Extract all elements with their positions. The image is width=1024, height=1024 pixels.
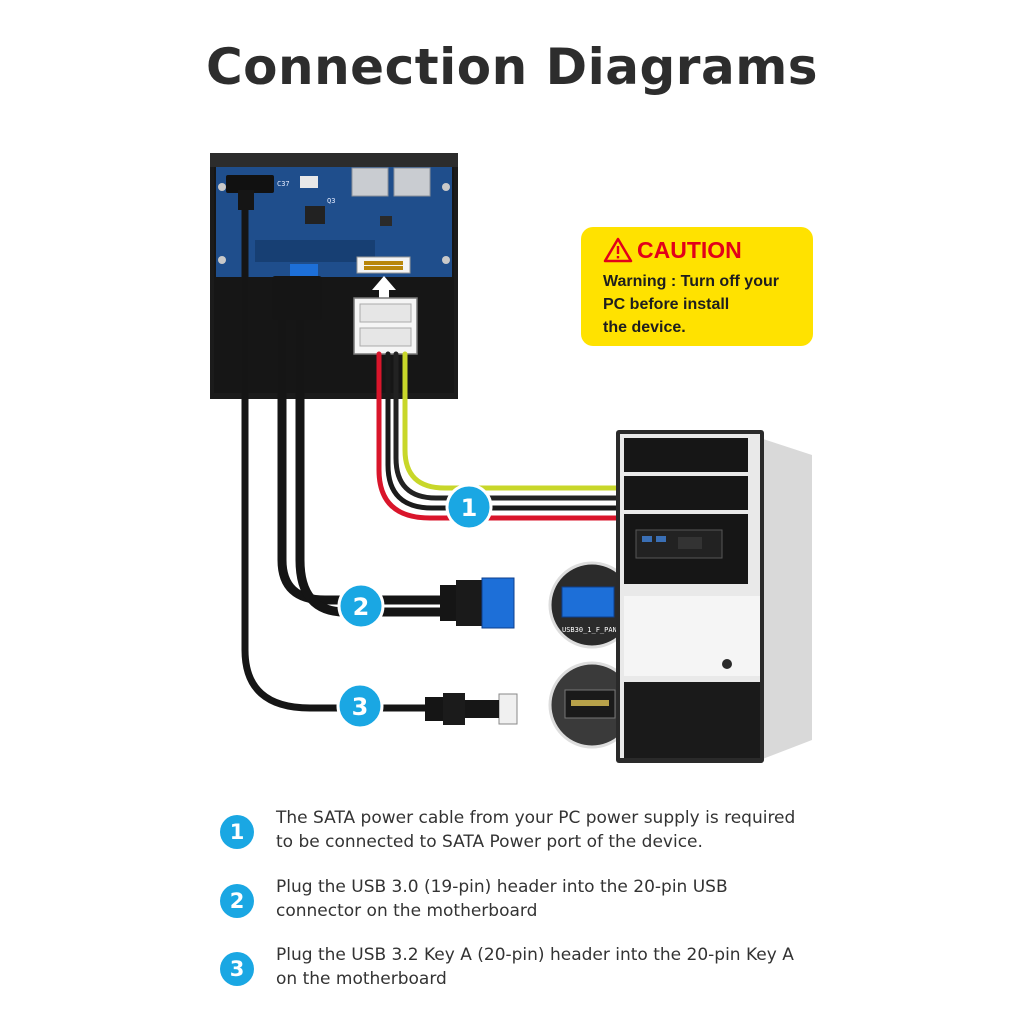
step-number: 1: [220, 815, 254, 849]
callout-1: 1: [445, 483, 493, 531]
callout-3: 3: [336, 682, 384, 730]
pcb-board: C37 Q3: [216, 167, 452, 277]
callout-3-label: 3: [352, 693, 369, 721]
chip2-label: Q3: [327, 197, 335, 205]
step-item: 1 The SATA power cable from your PC powe…: [220, 806, 840, 854]
page-title: Connection Diagrams: [205, 38, 819, 96]
sata-power-connector: [353, 297, 418, 355]
caution-heading: CAUTION: [637, 236, 742, 263]
callout-2-label: 2: [353, 593, 370, 621]
step-text: Plug the USB 3.2 Key A (20-pin) header i…: [276, 945, 794, 989]
usb32-key-a-cable: [238, 190, 518, 725]
step-item: 3 Plug the USB 3.2 Key A (20-pin) header…: [220, 943, 840, 991]
usb3-19pin-cable: [272, 264, 515, 629]
step-number: 2: [220, 884, 254, 918]
chip-label: C37: [277, 180, 290, 188]
step-item: 2 Plug the USB 3.0 (19-pin) header into …: [220, 875, 840, 923]
step-number: 3: [220, 952, 254, 986]
callout-2: 2: [337, 582, 385, 630]
pc-tower: [616, 430, 812, 763]
usb3-header-inset: USB30_1_F_PANEL: [548, 561, 636, 649]
callout-1-label: 1: [461, 494, 478, 522]
caution-box: CAUTION Warning : Turn off your PC befor…: [581, 227, 813, 346]
insert-arrow-icon: [372, 276, 396, 305]
caution-text: Warning : Turn off your PC before instal…: [603, 273, 779, 336]
warning-icon: [603, 237, 633, 263]
step-text: Plug the USB 3.0 (19-pin) header into th…: [276, 877, 728, 921]
usb3-header-silk-label: USB30_1_F_PANEL: [562, 626, 625, 634]
sata-power-cable: [376, 351, 619, 521]
step-text: The SATA power cable from your PC power …: [276, 808, 796, 852]
